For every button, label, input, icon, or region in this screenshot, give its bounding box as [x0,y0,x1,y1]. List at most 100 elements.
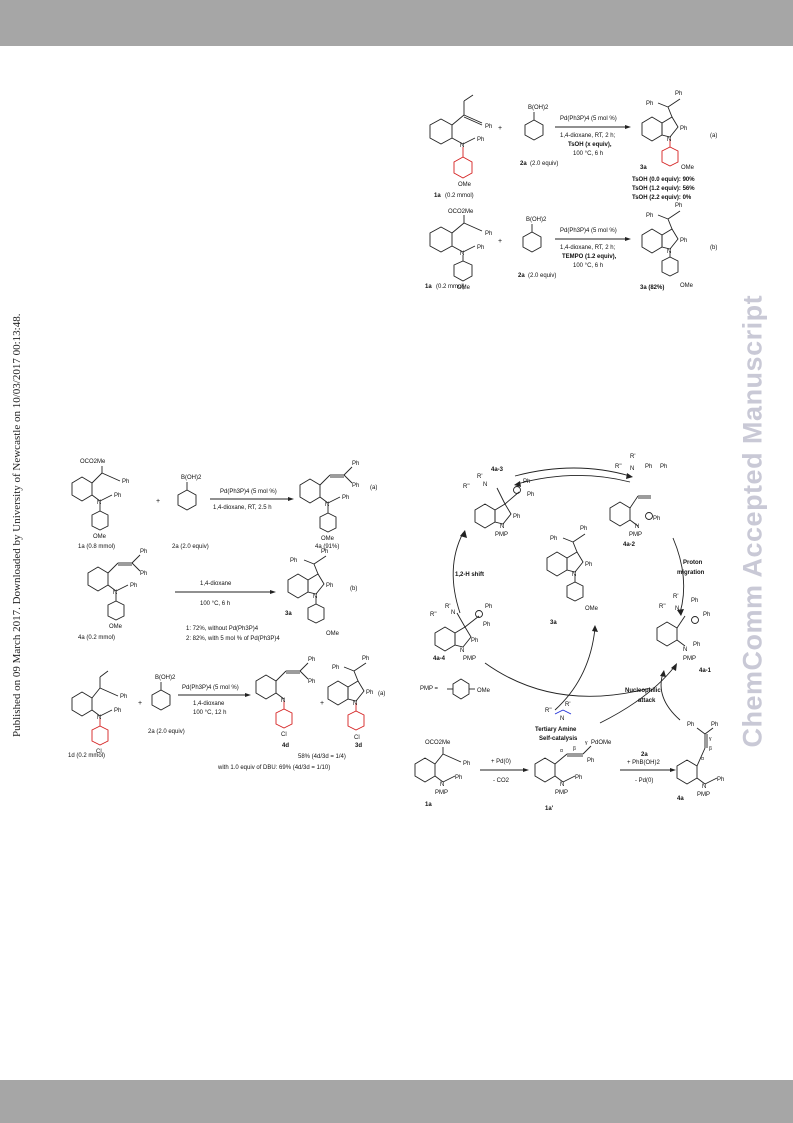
svg-text:(b): (b) [350,586,357,592]
svg-text:OMe: OMe [321,536,335,542]
svg-text:Ph: Ph [352,483,359,489]
svg-text:N: N [483,482,487,488]
svg-text:(0.2 mmol): (0.2 mmol) [436,284,465,290]
product-label-a: 3a [640,165,647,171]
svg-text:100 °C, 6 h: 100 °C, 6 h [200,601,230,607]
svg-text:Ph: Ph [114,493,121,499]
svg-text:Ph: Ph [646,213,653,219]
svg-text:Ph: Ph [332,665,339,671]
structure-3a-top [641,98,681,167]
structure-1a-top [429,94,483,179]
svg-text:Ph: Ph [675,203,682,209]
svg-text:Ph: Ph [366,690,373,696]
svg-text:Ph: Ph [477,245,484,251]
svg-text:N: N [97,500,101,506]
svg-text:N: N [500,524,504,530]
svg-text:OMe: OMe [93,534,107,540]
svg-text:with 1.0 equiv of DBU: 69% (4d: with 1.0 equiv of DBU: 69% (4d/3d = 1/10… [217,765,330,771]
intermediate-4a-4 [434,610,483,652]
svg-text:Ph: Ph [321,549,328,555]
svg-text:Ph: Ph [645,464,652,470]
svg-text:Pd(Ph3P)4 (5 mol %): Pd(Ph3P)4 (5 mol %) [220,489,277,495]
svg-text:Ph: Ph [691,598,698,604]
svg-text:N: N [460,251,464,257]
svg-text:B(OH)2: B(OH)2 [181,475,202,481]
svg-text:TsOH (2.2 equiv): 0%: TsOH (2.2 equiv): 0% [632,195,692,201]
svg-text:Proton: Proton [683,560,703,566]
svg-text:PMP: PMP [555,790,568,796]
svg-text:Ph: Ph [580,526,587,532]
svg-text:β: β [709,746,712,752]
svg-text:N: N [460,648,464,654]
product-3a-center [546,533,586,602]
svg-text:(2.0 equiv): (2.0 equiv) [530,161,558,167]
svg-text:PMP: PMP [683,656,696,662]
svg-text:4d: 4d [282,743,289,749]
svg-text:Ph: Ph [703,612,710,618]
svg-text:N: N [630,466,634,472]
mechanism-scheme: R' R'' N Ph Ph Ph N PMP 4a-3 R' R'' N Ph… [414,454,724,812]
svg-text:58% (4d/3d = 1/4): 58% (4d/3d = 1/4) [298,754,346,760]
svg-text:Ph: Ph [585,562,592,568]
svg-text:N: N [560,716,564,722]
svg-text:PMP: PMP [435,790,448,796]
svg-text:Ph: Ph [352,461,359,467]
svg-text:OMe: OMe [681,165,695,171]
svg-text:+: + [138,700,142,707]
svg-text:γ: γ [709,736,712,742]
svg-text:100 °C, 12 h: 100 °C, 12 h [193,710,226,716]
svg-text:R'': R'' [430,612,437,618]
svg-text:3a: 3a [285,611,292,617]
svg-text:4a (91%): 4a (91%) [315,544,339,550]
svg-text:1: 72%, without Pd(Ph3P)4: 1: 72%, without Pd(Ph3P)4 [186,626,259,632]
svg-text:PdOMe: PdOMe [591,740,612,746]
svg-text:R': R' [565,702,570,708]
svg-text:1,4-dioxane: 1,4-dioxane [200,581,232,587]
svg-text:TsOH (0.0 equiv): 90%: TsOH (0.0 equiv): 90% [632,177,695,183]
svg-text:R': R' [630,454,635,460]
structure-1a-b [429,215,483,282]
svg-text:Ph: Ph [717,777,724,783]
svg-text:(b): (b) [710,245,717,251]
intermediate-4a-2 [609,495,653,527]
svg-text:2: 82%, with 5 mol % of Pd(Ph3: 2: 82%, with 5 mol % of Pd(Ph3P)4 [186,636,280,642]
svg-text:Pd(Ph3P)4 (5 mol %): Pd(Ph3P)4 (5 mol %) [560,116,617,122]
structure-3a-left [287,555,327,624]
svg-text:N: N [353,701,357,707]
svg-text:2a: 2a [641,752,648,758]
svg-text:Ph: Ph [140,549,147,555]
svg-text:N: N [325,502,329,508]
svg-text:2a: 2a [520,161,527,167]
svg-text:+: + [498,238,502,245]
structure-4d [255,662,309,729]
svg-text:1,4-dioxane, RT, 2 h;: 1,4-dioxane, RT, 2 h; [560,245,616,251]
svg-text:Ph: Ph [675,91,682,97]
svg-text:Ph: Ph [646,101,653,107]
svg-text:N: N [635,524,639,530]
svg-text:1a: 1a [425,284,432,290]
sm-label-a: 1a [434,193,441,199]
svg-text:4a-2: 4a-2 [623,542,636,548]
svg-text:Ph: Ph [342,495,349,501]
svg-text:OCO2Me: OCO2Me [425,740,451,746]
svg-text:OMe: OMe [109,624,123,630]
svg-text:Ph: Ph [471,638,478,644]
svg-text:+ Pd(0): + Pd(0) [491,759,511,765]
svg-text:1a (0.8 mmol): 1a (0.8 mmol) [78,544,115,550]
side-citation: Published on 09 March 2017. Downloaded b… [11,313,23,737]
svg-text:Nucleophilic: Nucleophilic [625,688,661,694]
svg-text:N: N [281,698,285,704]
svg-text:PMP: PMP [697,792,710,798]
svg-text:R'': R'' [659,604,666,610]
svg-text:Ph: Ph [513,514,520,520]
svg-text:N: N [560,782,564,788]
svg-text:Ph: Ph [687,722,694,728]
svg-text:Ph: Ph [527,492,534,498]
structure-1a-mech [414,747,462,783]
svg-text:100 °C, 6 h: 100 °C, 6 h [573,263,603,269]
catalysis-label: Tertiary Amine [535,727,577,733]
svg-text:N: N [440,782,444,788]
scheme-top-right: Ph Ph N OMe 1a (0.2 mmol) + B(OH)2 2a (2… [425,91,717,291]
svg-text:Ph: Ph [114,708,121,714]
svg-text:N: N [667,137,671,143]
